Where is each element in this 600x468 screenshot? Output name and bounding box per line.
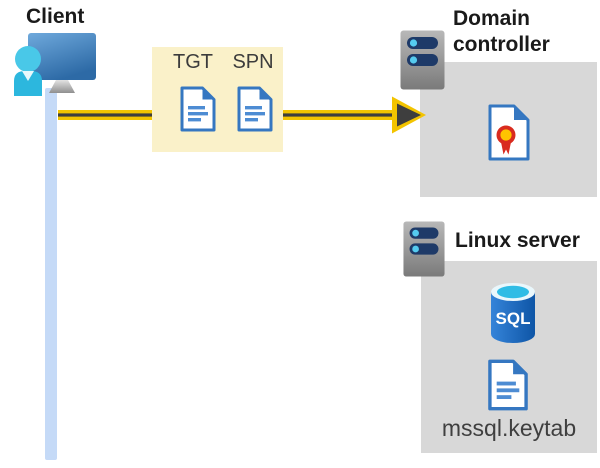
certificate-ribbon bbox=[501, 142, 511, 155]
keytab-file-icon bbox=[488, 359, 528, 411]
monitor-stand bbox=[49, 80, 75, 93]
linux-server-title: Linux server bbox=[455, 229, 580, 252]
spn-label: SPN bbox=[232, 51, 274, 73]
client-computer-icon bbox=[14, 33, 96, 96]
linux-server-icon bbox=[403, 221, 445, 277]
monitor-screen bbox=[28, 33, 96, 80]
token-box: TGT SPN bbox=[152, 47, 283, 152]
tgt-label: TGT bbox=[173, 51, 213, 73]
domain-controller-server-icon bbox=[400, 30, 445, 90]
person-head bbox=[15, 46, 41, 72]
spn-document-icon bbox=[237, 86, 273, 132]
domain-controller-title: Domain controller bbox=[453, 7, 550, 56]
person-collar bbox=[22, 71, 34, 81]
keytab-filename-label: mssql.keytab bbox=[441, 415, 577, 441]
client-title: Client bbox=[26, 5, 85, 28]
sql-database-icon: SQL bbox=[491, 283, 535, 343]
certificate-icon bbox=[488, 104, 530, 161]
sql-icon-label: SQL bbox=[496, 309, 531, 328]
tgt-document-icon bbox=[180, 86, 216, 132]
person-body bbox=[14, 71, 42, 96]
client-timeline-bar bbox=[45, 88, 57, 460]
